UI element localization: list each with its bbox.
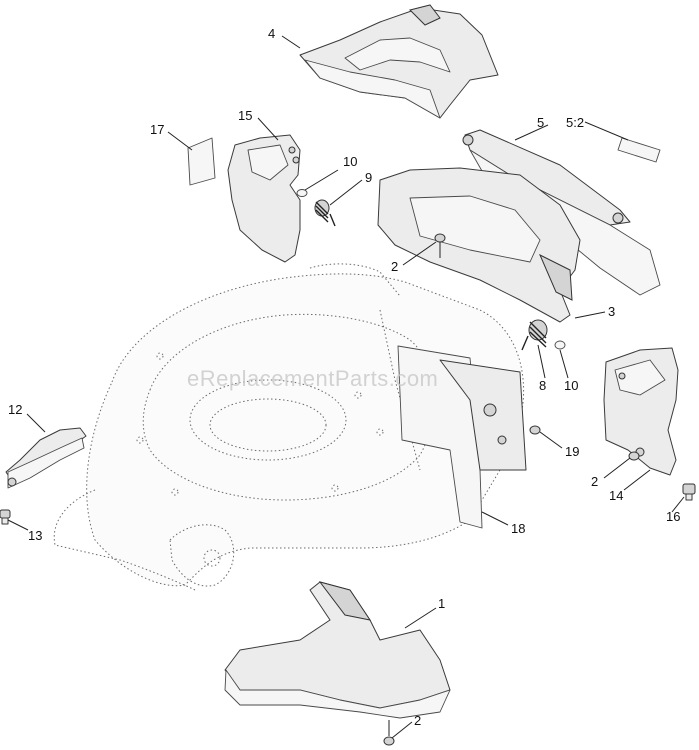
decal-part — [617, 137, 661, 163]
callout-5-2: 5:2 — [566, 115, 584, 130]
discharge-chute-part — [224, 581, 451, 719]
torsion-spring-left-part — [314, 199, 336, 227]
callout-2-bottom: 2 — [414, 713, 421, 728]
torsion-spring-right-part — [521, 319, 548, 351]
label-part — [187, 137, 216, 186]
callout-18: 18 — [511, 521, 525, 536]
rear-shield-part — [299, 4, 499, 119]
bolt-part — [682, 483, 696, 501]
callout-1: 1 — [438, 596, 445, 611]
rear-plate-part — [397, 345, 527, 529]
callout-19: 19 — [565, 444, 579, 459]
callout-9: 9 — [365, 170, 372, 185]
callout-2-right: 2 — [591, 474, 598, 489]
washer-left-part — [296, 189, 308, 197]
callout-labels: 4 5 5:2 17 15 10 9 2 3 8 10 19 2 14 16 1… — [8, 26, 680, 728]
callout-13: 13 — [28, 528, 42, 543]
callout-12: 12 — [8, 402, 22, 417]
washer-right-part — [554, 340, 566, 350]
callout-10-left: 10 — [343, 154, 357, 169]
nut-part-upper — [434, 233, 446, 258]
screw-part-bottom — [383, 720, 395, 746]
callout-4: 4 — [268, 26, 275, 41]
callout-15: 15 — [238, 108, 252, 123]
nut-part-right — [628, 451, 640, 461]
callout-10-right: 10 — [564, 378, 578, 393]
callout-8: 8 — [539, 378, 546, 393]
callout-2-upper: 2 — [391, 259, 398, 274]
callout-17: 17 — [150, 122, 164, 137]
watermark-text: eReplacementParts.com — [187, 366, 438, 391]
callout-14: 14 — [609, 488, 623, 503]
rear-door-frame-part — [377, 167, 581, 323]
callout-16: 16 — [666, 509, 680, 524]
callout-5: 5 — [537, 115, 544, 130]
leader-lines — [7, 35, 685, 739]
front-bracket-part — [5, 427, 87, 489]
screw-part — [529, 425, 541, 435]
right-bracket-part — [603, 347, 679, 476]
front-bolt-part — [0, 509, 11, 525]
callout-3: 3 — [608, 304, 615, 319]
left-bracket-part — [227, 134, 301, 263]
